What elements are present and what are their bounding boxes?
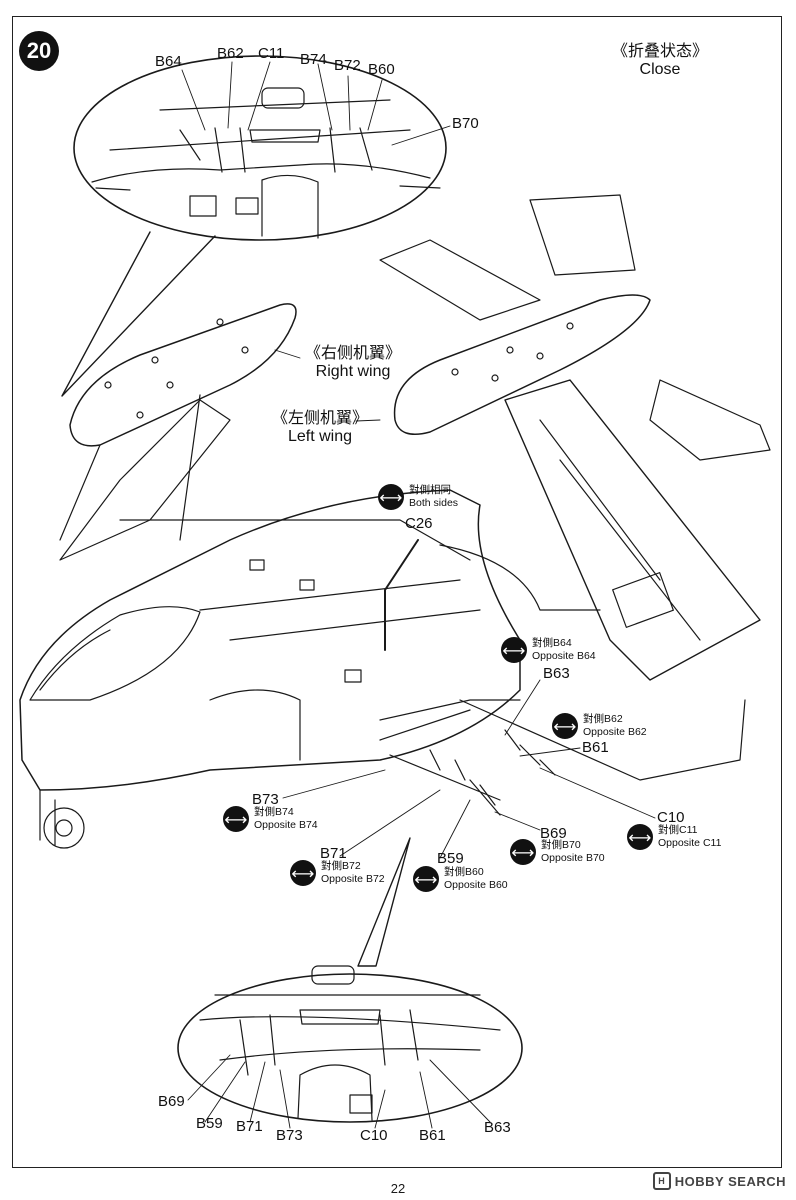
left-wing-tank — [393, 294, 651, 435]
double-arrow-icon: ⟷ — [290, 860, 316, 887]
note-opposite-c11-cn: 對側C11 — [658, 824, 698, 836]
note-opposite-b60-en: Opposite B60 — [444, 879, 508, 892]
part-label-bottom-b71: B71 — [236, 1118, 263, 1135]
part-label-bottom-c10: C10 — [360, 1127, 388, 1144]
part-label-bottom-b69: B69 — [158, 1093, 185, 1110]
page-border — [12, 16, 782, 1168]
double-arrow-icon: ⟷ — [378, 484, 404, 511]
note-both-sides-cn: 對側相同 — [409, 484, 451, 496]
left-wing-cn: 《左侧机翼》 — [272, 410, 369, 427]
right-wing-tank — [59, 303, 297, 541]
note-opposite-b64-cn: 對側B64 — [532, 637, 572, 649]
part-label-b64: B64 — [155, 53, 182, 70]
note-opposite-b60-cn: 對側B60 — [444, 866, 484, 878]
closed-state-caption: 《折叠状态》 Close — [612, 43, 708, 80]
part-label-b74: B74 — [300, 51, 327, 68]
part-label-c26: C26 — [405, 515, 433, 532]
double-arrow-icon: ⟷ — [501, 637, 527, 664]
folded-wing — [379, 194, 771, 681]
double-arrow-icon: ⟷ — [510, 839, 536, 866]
note-opposite-b62-en: Opposite B62 — [583, 726, 647, 739]
step-number-badge: 20 — [19, 31, 59, 71]
leader-lines — [181, 61, 656, 1129]
part-label-b69: B69 — [540, 825, 567, 842]
part-label-b62: B62 — [217, 45, 244, 62]
double-arrow-icon: ⟷ — [627, 824, 653, 851]
page-number: 22 — [390, 1181, 406, 1196]
note-both-sides-en: Both sides — [409, 497, 459, 510]
left-wing-en: Left wing — [287, 428, 353, 446]
note-opposite-b70-en: Opposite B70 — [541, 852, 605, 865]
hobby-search-logo-icon: H — [652, 1172, 671, 1190]
double-arrow-icon: ⟷ — [552, 713, 578, 740]
left-wing-caption: 《左侧机翼》 Left wing — [272, 410, 368, 447]
note-opposite-c11-en: Opposite C11 — [658, 837, 722, 850]
right-wing-caption: 《右侧机翼》 Right wing — [305, 345, 401, 382]
double-arrow-icon: ⟷ — [223, 806, 249, 833]
part-label-c10: C10 — [657, 809, 685, 826]
watermark: H HOBBY SEARCH — [652, 1172, 786, 1190]
note-opposite-b74-en: Opposite B74 — [254, 819, 318, 832]
note-opposite-b62-cn: 對側B62 — [583, 713, 623, 725]
part-label-b70: B70 — [452, 115, 479, 132]
part-label-b59: B59 — [437, 850, 464, 867]
note-opposite-b72-en: Opposite B72 — [321, 873, 385, 886]
closed-state-cn: 《折叠状态》 — [612, 43, 709, 60]
top-detail-view — [73, 55, 447, 241]
part-label-c11: C11 — [258, 45, 285, 62]
double-arrow-icon: ⟷ — [413, 866, 439, 893]
part-label-bottom-b59: B59 — [196, 1115, 223, 1132]
part-label-bottom-b73: B73 — [276, 1127, 303, 1144]
watermark-text: HOBBY SEARCH — [674, 1173, 786, 1189]
note-opposite-b72-cn: 對側B72 — [321, 860, 361, 872]
closed-state-en: Close — [639, 61, 681, 79]
fuselage — [19, 399, 521, 849]
part-label-b73: B73 — [252, 791, 279, 808]
note-opposite-b70-cn: 對側B70 — [541, 839, 581, 851]
bottom-detail-view — [177, 965, 523, 1123]
right-wing-en: Right wing — [315, 363, 391, 381]
part-label-b61: B61 — [582, 739, 609, 756]
note-opposite-b64-en: Opposite B64 — [532, 650, 596, 663]
part-label-bottom-b61: B61 — [419, 1127, 446, 1144]
part-label-b60: B60 — [368, 61, 395, 78]
part-label-b71: B71 — [320, 845, 347, 862]
part-label-b63: B63 — [543, 665, 570, 682]
note-opposite-b74-cn: 對側B74 — [254, 806, 294, 818]
part-label-b72: B72 — [334, 57, 361, 74]
right-wing-cn: 《右侧机翼》 — [305, 345, 402, 362]
part-label-bottom-b63: B63 — [484, 1119, 511, 1136]
